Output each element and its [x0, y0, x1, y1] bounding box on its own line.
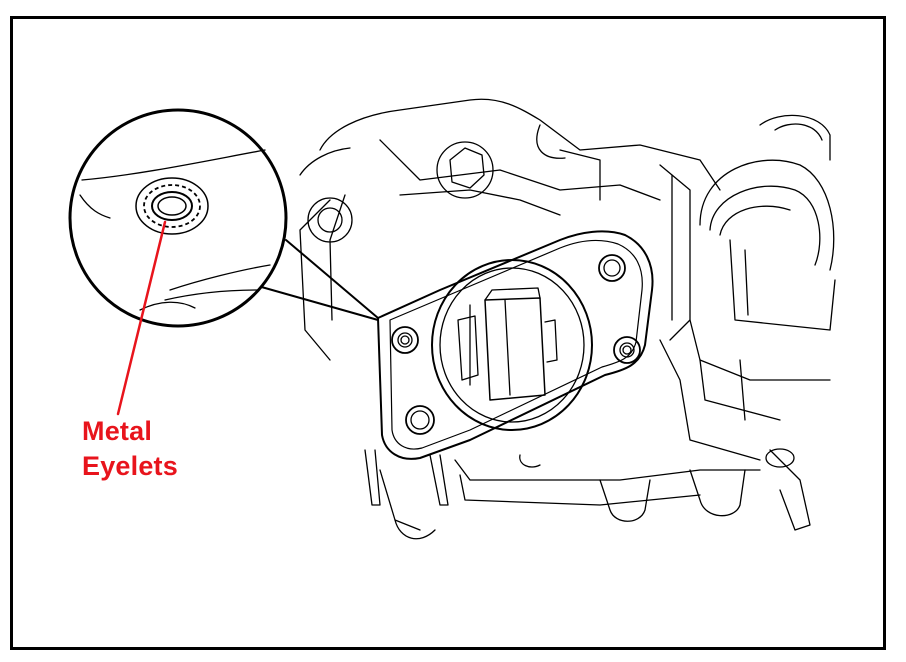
flange-bolt-holes — [391, 254, 641, 435]
central-rotor — [431, 259, 593, 431]
engine-body-outline — [299, 98, 836, 540]
metal-eyelet-icon — [135, 177, 209, 235]
magnifier-leader — [257, 239, 379, 321]
magnifier-circle — [68, 108, 288, 328]
callout-label-line-2: Eyelets — [82, 451, 178, 481]
mounting-flange — [377, 230, 654, 460]
callout-label-line-1: Metal — [82, 416, 153, 446]
callout-pointer-line — [116, 220, 167, 416]
